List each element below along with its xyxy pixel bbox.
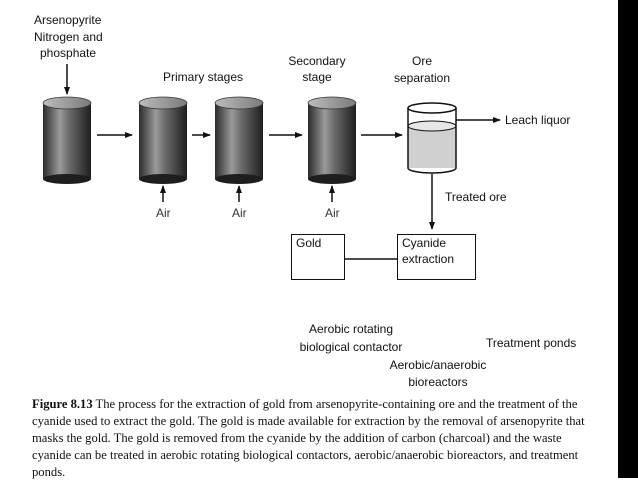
aerobic-contactor-label-2: biological contactor <box>299 340 403 354</box>
ore-label-1: Ore <box>411 54 432 68</box>
bioreactors-label-1: Aerobic/anaerobic <box>389 358 487 372</box>
secondary-label-2: stage <box>302 70 332 84</box>
right-edge-bar <box>618 0 638 478</box>
secondary-label-1: Secondary <box>288 54 346 68</box>
input-label-2: Nitrogen and <box>34 30 103 44</box>
primary-stages-label: Primary stages <box>163 70 244 84</box>
ore-separation-vessel <box>407 102 457 174</box>
input-label-3: phosphate <box>40 46 97 60</box>
caption-text: The process for the extraction of gold f… <box>32 397 585 479</box>
bioreactor-cylinder-1 <box>42 96 92 184</box>
treatment-ponds-label: Treatment ponds <box>486 336 577 350</box>
air-label-1: Air <box>156 206 171 220</box>
gold-label: Gold <box>296 236 322 250</box>
aerobic-contactor-label-1: Aerobic rotating <box>308 322 394 336</box>
gold-box: Gold <box>291 234 345 280</box>
input-label-1: Arsenopyrite <box>34 13 102 27</box>
cyanide-label-1: Cyanide <box>402 236 447 250</box>
air-label-3: Air <box>325 206 340 220</box>
bioreactor-cylinder-3 <box>214 96 264 184</box>
cyanide-label-2: extraction <box>402 252 455 266</box>
air-label-2: Air <box>232 206 247 220</box>
figure-number: Figure 8.13 <box>32 397 93 411</box>
treated-ore-label: Treated ore <box>445 190 507 204</box>
bioreactor-cylinder-2 <box>138 96 188 184</box>
bioreactors-label-2: bioreactors <box>408 375 468 389</box>
bioreactor-cylinder-4 <box>307 96 357 184</box>
process-diagram <box>42 64 501 260</box>
leach-liquor-label: Leach liquor <box>505 113 571 127</box>
cyanide-extraction-box: Cyanide extraction <box>397 234 476 280</box>
ore-label-2: separation <box>393 71 451 85</box>
figure-caption: Figure 8.13 The process for the extracti… <box>32 396 592 481</box>
